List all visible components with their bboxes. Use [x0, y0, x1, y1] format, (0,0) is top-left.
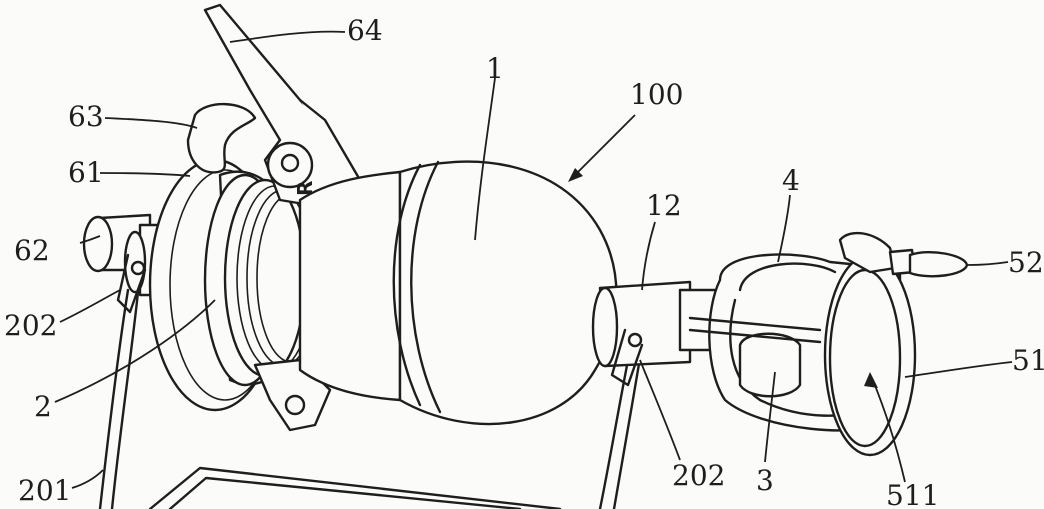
label-3: 3 — [756, 464, 774, 497]
label-62: 62 — [14, 234, 50, 267]
label-100: 100 — [630, 78, 683, 111]
leader-lines — [54, 30, 1013, 489]
label-52: 52 — [1008, 246, 1044, 279]
reference-labels: 64 63 61 62 202 2 201 1 100 12 4 52 51 2… — [4, 14, 1044, 509]
label-202-right: 202 — [672, 459, 725, 492]
ring-handle — [823, 231, 969, 457]
label-61: 61 — [68, 156, 104, 189]
label-202-left: 202 — [4, 309, 57, 342]
label-12: 12 — [646, 189, 682, 222]
label-63: 63 — [68, 100, 104, 133]
arrowheads — [568, 168, 878, 388]
label-4: 4 — [782, 164, 800, 197]
lever-bracket: R — [186, 3, 362, 207]
main-housing — [298, 160, 618, 426]
label-511: 511 — [886, 479, 939, 509]
label-64: 64 — [347, 14, 383, 47]
label-2: 2 — [34, 390, 52, 423]
label-1: 1 — [486, 52, 504, 85]
label-51: 51 — [1012, 344, 1044, 377]
stand-frame — [98, 288, 643, 509]
label-201: 201 — [18, 474, 71, 507]
r-mark: R — [293, 181, 317, 196]
drive-unit — [203, 170, 332, 432]
